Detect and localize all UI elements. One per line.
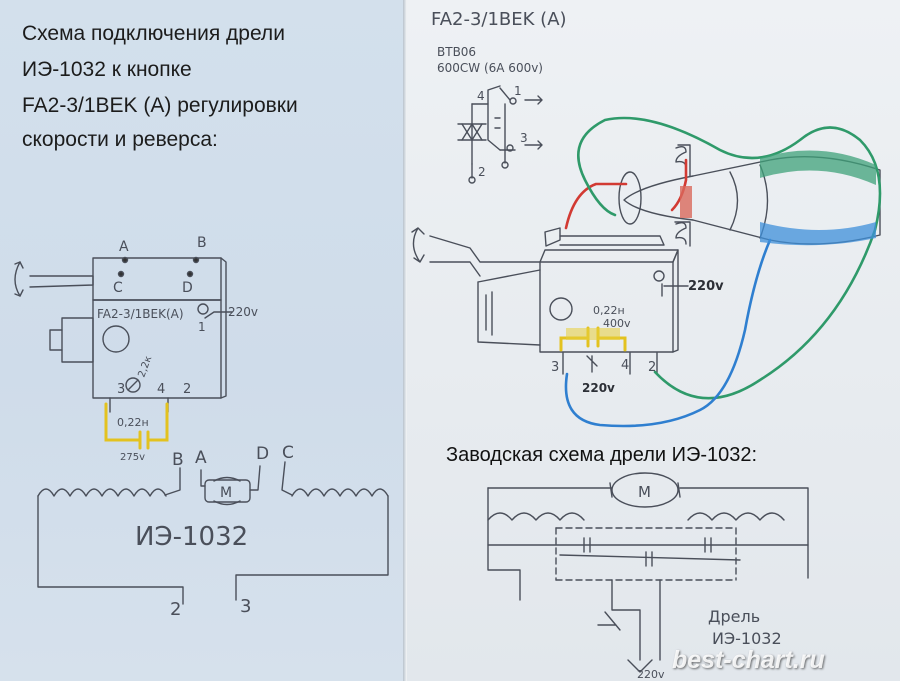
right-supply-label-bottom: 220v (582, 381, 615, 395)
motor-terminal-d: D (256, 444, 269, 464)
right-capacitor-value: 0,22н (593, 304, 625, 317)
left-capacitor-value: 0,22н (117, 416, 149, 429)
watermark: best-chart.ru (672, 646, 825, 674)
left-supply-lead (204, 311, 233, 319)
factory-drill-model: ИЭ-1032 (712, 629, 782, 648)
left-capacitor-voltage: 275v (120, 452, 145, 463)
left-title-line-2: ИЭ-1032 к кнопке (22, 58, 192, 81)
right-pin-4-label: 4 (621, 358, 629, 373)
left-regulator-value: 2,2к (136, 355, 154, 379)
factory-drill-label: Дрель (708, 607, 760, 626)
left-drill-model: ИЭ-1032 (135, 522, 248, 552)
right-capacitor-voltage: 400v (603, 317, 631, 330)
blue-wire (564, 238, 772, 428)
motor-terminal-c: C (282, 443, 294, 463)
left-voltage-label: 220v (228, 305, 258, 319)
left-title-line-3: FA2-3/1BEK (A) регулировки (22, 94, 298, 117)
triac-pin-1: 1 (514, 84, 522, 98)
right-pin-2-label: 2 (648, 360, 656, 375)
triac-pin-2: 2 (478, 165, 486, 179)
right-motor-shading (680, 150, 876, 246)
factory-schematic (487, 472, 809, 673)
drill-switch-body (411, 227, 689, 375)
left-pin-1-label: 1 (198, 320, 206, 334)
left-lead-2-label: 2 (170, 599, 181, 620)
left-pin-2-label: 2 (183, 382, 191, 397)
left-paper-sheet (0, 0, 405, 681)
triac-pin-4: 4 (477, 89, 485, 103)
left-title-line-4: скорости и реверса: (22, 128, 218, 151)
left-title-line-1: Схема подключения дрели (22, 22, 285, 45)
triac-rating-label: 600CW (6A 600v) (437, 61, 543, 75)
left-pin-3-label: 3 (117, 382, 125, 397)
left-lead-3-label: 3 (240, 596, 251, 617)
factory-supply-label: 220v (637, 668, 665, 681)
left-regulator-knob (125, 377, 141, 393)
triac-pin-3: 3 (520, 131, 528, 145)
motor-terminal-a: A (195, 448, 207, 468)
left-motor-label: M (220, 485, 232, 501)
right-capacitor-fill (566, 328, 620, 340)
triac-symbol (457, 85, 543, 184)
green-wire (577, 116, 882, 400)
sheet-divider (403, 0, 407, 681)
factory-motor-label: M (638, 483, 651, 501)
left-terminal-dots (117, 256, 200, 278)
left-trigger-arm (14, 261, 94, 297)
left-capacitor (104, 402, 169, 450)
factory-schematic-title: Заводская схема дрели ИЭ-1032: (446, 444, 758, 466)
right-supply-label-top: 220v (688, 279, 724, 294)
right-switch-heading: FA2-3/1BEK (A) (431, 9, 567, 30)
left-pin-4-label: 4 (157, 382, 165, 397)
terminal-a-label: A (119, 239, 129, 255)
terminal-c-label: C (113, 280, 123, 296)
motor-terminal-b: B (172, 450, 184, 470)
terminal-d-label: D (182, 280, 193, 296)
left-switch-model-label: FA2-3/1BEK(A) (97, 307, 184, 321)
left-motor-circuit (37, 461, 389, 605)
right-pin-3-label: 3 (551, 360, 559, 375)
terminal-b-label: B (197, 235, 207, 251)
red-wire-top (564, 182, 628, 230)
triac-model-label: BTB06 (437, 45, 476, 59)
